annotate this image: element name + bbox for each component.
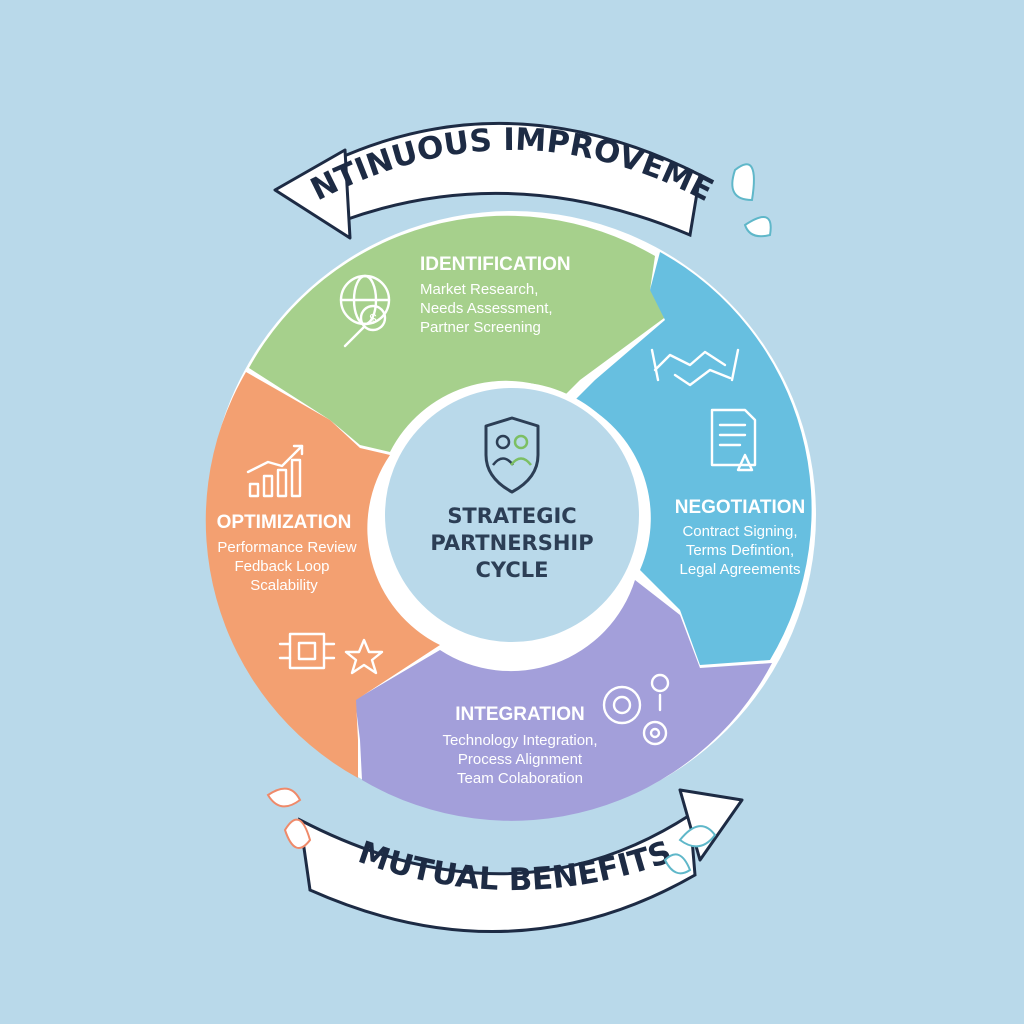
- integration-item: Team Colaboration: [457, 770, 583, 787]
- center-hub: [379, 382, 645, 648]
- center-title-line: PARTNERSHIP: [430, 531, 593, 555]
- negotiation-title: NEGOTIATION: [675, 497, 806, 518]
- leaf-icon: [663, 825, 717, 875]
- identification-item: Market Research,: [420, 281, 538, 298]
- integration-item: Technology Integration,: [442, 732, 597, 749]
- negotiation-item: Legal Agreements: [680, 561, 801, 578]
- optimization-item: Performance Review: [217, 539, 356, 556]
- optimization-item: Scalability: [250, 577, 318, 594]
- globe-magnifier-dollar-icon: $: [339, 274, 391, 348]
- star-icon: [344, 638, 384, 675]
- negotiation-item: Contract Signing,: [682, 523, 797, 540]
- continuous-improvement-banner: CONTINUOUS IMPROVEMENT: [0, 0, 719, 240]
- integration-title: INTEGRATION: [455, 704, 584, 725]
- identification-item: Needs Assessment,: [420, 300, 553, 317]
- chip-icon: [278, 632, 336, 670]
- gears-icon: [602, 673, 670, 746]
- leaf-icon: [266, 787, 312, 849]
- identification-segment: [249, 215, 675, 452]
- handshake-icon: [650, 348, 740, 387]
- center-title-line: STRATEGIC: [447, 504, 576, 528]
- optimization-title: OPTIMIZATION: [217, 512, 352, 533]
- integration-segment: [355, 580, 772, 821]
- growth-chart-icon: [246, 444, 304, 498]
- optimization-segment: [205, 372, 440, 778]
- leaf-icon: [731, 163, 772, 238]
- negotiation-segment: [575, 252, 812, 665]
- svg-text:$: $: [369, 311, 377, 326]
- integration-item: Process Alignment: [458, 751, 583, 768]
- identification-item: Partner Screening: [420, 319, 541, 336]
- identification-title: IDENTIFICATION: [420, 254, 571, 275]
- optimization-item: Fedback Loop: [234, 558, 329, 575]
- shield-people-icon: [484, 416, 540, 494]
- center-title-line: CYCLE: [475, 558, 548, 582]
- negotiation-item: Terms Defintion,: [686, 542, 794, 559]
- contract-document-icon: [710, 408, 757, 472]
